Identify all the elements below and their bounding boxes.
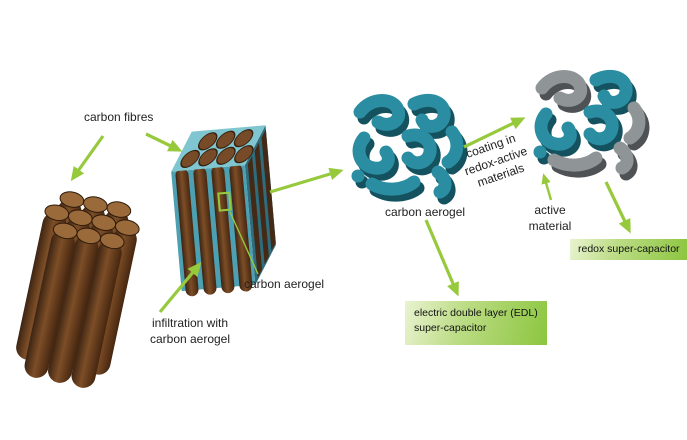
arrow-coating — [463, 117, 526, 149]
arrow-to-fibres — [70, 135, 105, 182]
fibre-row-front — [24, 222, 125, 388]
carbon-fibre-bundle — [16, 191, 140, 388]
carbon-aerogel-structure — [358, 100, 461, 198]
fibre-aerogel-composite-block — [171, 125, 276, 297]
arrow-to-redox — [604, 181, 631, 234]
label-active-material: active material — [528, 203, 572, 233]
block-right-face-stripes — [247, 129, 276, 278]
arrow-block-to-aerogel — [269, 167, 344, 194]
arrow-active-material — [541, 173, 553, 201]
arrow-to-edl — [424, 219, 459, 297]
edl-supercapacitor-box: electric double layer (EDL) super-capaci… — [405, 301, 547, 345]
label-infiltration: infiltration with carbon aerogel — [149, 316, 231, 346]
aerogel-leader-line — [229, 211, 259, 275]
label-carbon-aerogel-block: carbon aerogel — [244, 277, 325, 291]
zoom-region-marker — [217, 191, 232, 212]
label-carbon-aerogel-foam: carbon aerogel — [385, 205, 466, 219]
arrow-infiltration — [158, 262, 202, 314]
arrow-to-block — [145, 132, 183, 152]
redox-supercapacitor-box: redox super-capacitor — [570, 239, 687, 261]
process-arrows — [70, 117, 631, 314]
block-top-fibre-ends — [180, 129, 254, 168]
label-carbon-fibres: carbon fibres — [84, 110, 154, 124]
coated-aerogel-structure — [540, 76, 643, 174]
